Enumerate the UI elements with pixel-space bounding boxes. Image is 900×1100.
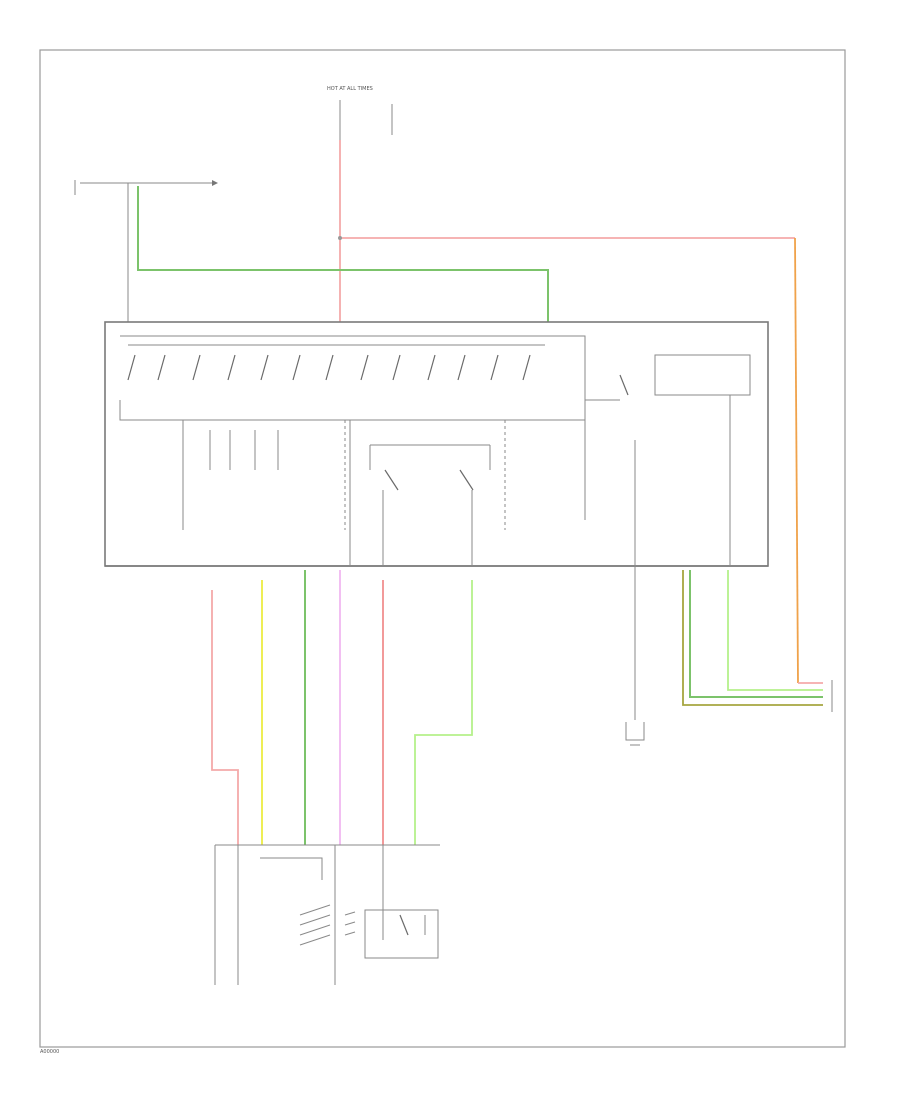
wire-green-2: [689, 570, 823, 698]
motor-coil-icon: [299, 904, 356, 946]
regulator-circuit-box: [654, 354, 751, 396]
switch-bank-box: [119, 335, 586, 421]
hot-at-all-times-label: HOT AT ALL TIMES: [327, 86, 373, 92]
module-internal-lines: [182, 395, 731, 566]
footer-code: A00000: [40, 1049, 59, 1055]
motor-switch-box: [364, 909, 439, 959]
green-bus-wire: [137, 186, 549, 322]
motor-switch-contact: [399, 914, 409, 936]
wire-light-green-2: [727, 570, 823, 691]
control-module-box: [104, 321, 769, 567]
diagram-frame: [39, 49, 846, 1048]
splice-dot: [338, 236, 342, 240]
wire-olive: [682, 570, 823, 706]
lower-inner-box: [260, 857, 323, 880]
ground-icon: [625, 722, 645, 741]
arrow-right-icon: [212, 180, 218, 186]
switch-bank: [127, 344, 545, 381]
power-branch-down-wire: [794, 237, 799, 684]
wire-red-1: [211, 590, 239, 845]
wire-light-green-1: [414, 580, 473, 845]
relay-contact: [619, 374, 629, 396]
